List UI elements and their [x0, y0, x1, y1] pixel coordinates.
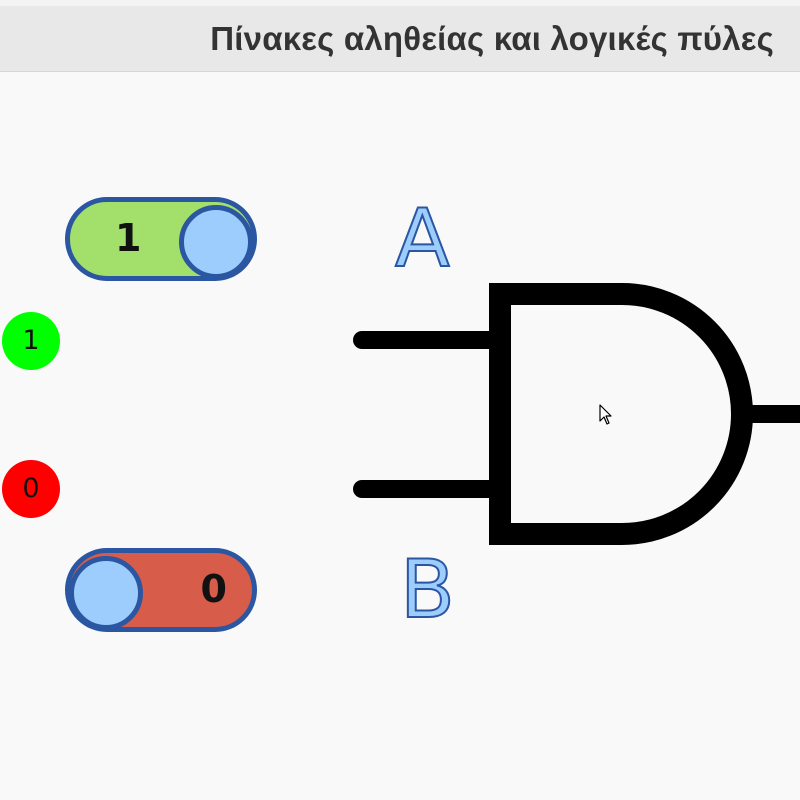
and-gate-body	[489, 283, 753, 545]
input-b-indicator: 0	[2, 460, 60, 518]
input-a-toggle-knob[interactable]	[179, 205, 253, 279]
input-b-toggle-knob[interactable]	[69, 556, 143, 630]
arrow-cursor-icon	[599, 404, 612, 425]
input-b-toggle[interactable]: 0	[65, 548, 257, 632]
page-title: Πίνακες αληθείας και λογικές πύλες	[210, 20, 774, 57]
input-a-label: A	[394, 192, 451, 285]
input-a-indicator: 1	[2, 312, 60, 370]
input-a-toggle-value: 1	[115, 216, 142, 260]
header-bar: Πίνακες αληθείας και λογικές πύλες	[0, 6, 800, 72]
input-a-toggle[interactable]: 1	[65, 197, 257, 281]
top-strip	[0, 0, 800, 6]
input-b-toggle-value: 0	[200, 567, 227, 611]
input-b-label: B	[399, 543, 456, 636]
